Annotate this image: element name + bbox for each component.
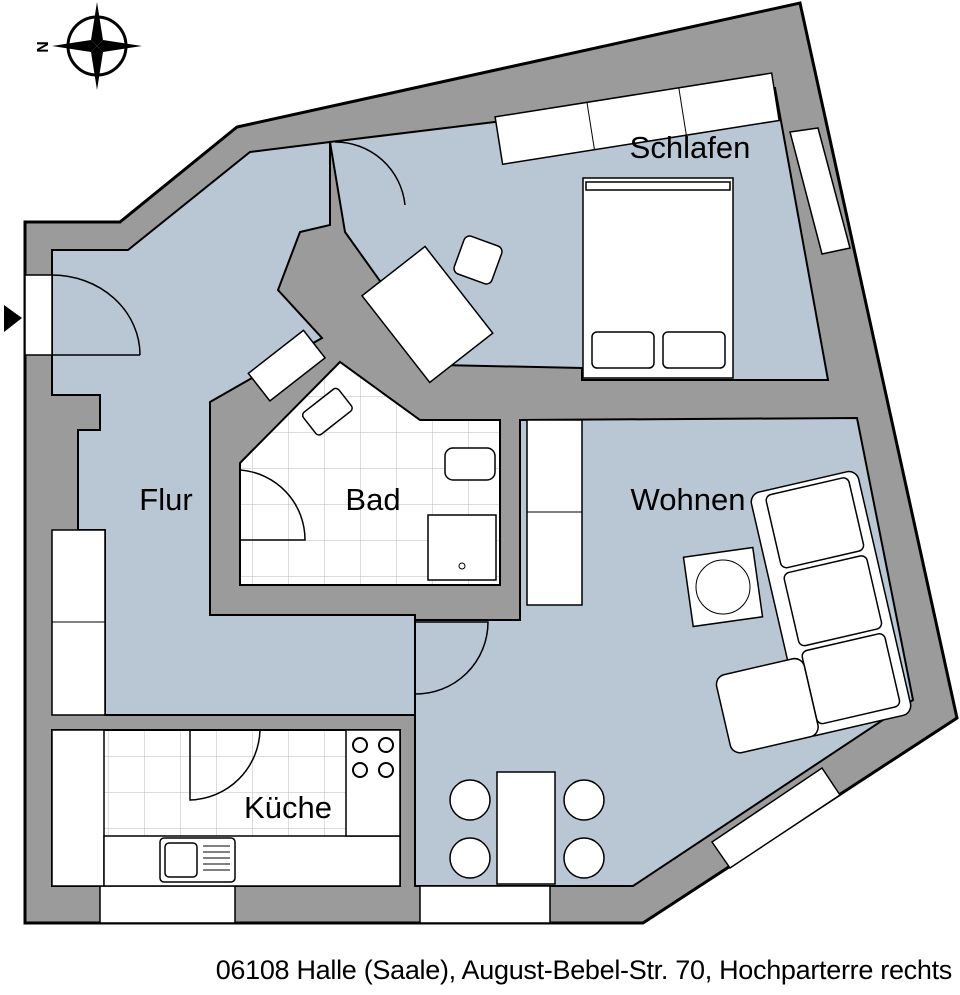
kitchen-sink-icon xyxy=(159,837,236,883)
dining-chairs xyxy=(449,779,605,879)
door-wohnen xyxy=(414,621,489,695)
room-label-kueche: Küche xyxy=(244,790,332,825)
window-wohnen-diagonal xyxy=(710,766,842,870)
side-table xyxy=(682,546,764,628)
shower-drain-icon xyxy=(458,562,466,570)
wardrobe-schlafen xyxy=(494,72,781,166)
room-flur xyxy=(51,140,416,716)
bed xyxy=(582,177,734,379)
entrance-arrow-icon xyxy=(4,305,22,332)
compass-north-label: N xyxy=(35,41,52,53)
toilet xyxy=(444,447,496,481)
shower xyxy=(427,514,497,581)
kitchen-counter xyxy=(51,729,401,887)
window-schlafen xyxy=(789,127,851,255)
door-bad xyxy=(239,469,306,541)
stove-icon xyxy=(352,737,394,778)
window-wohnen xyxy=(419,885,551,924)
address-caption: 06108 Halle (Saale), August-Bebel-Str. 7… xyxy=(215,955,953,985)
entrance-door-swing xyxy=(51,274,141,356)
wardrobe-flur xyxy=(51,529,106,716)
window-kueche xyxy=(99,885,236,924)
room-label-schlafen: Schlafen xyxy=(630,130,751,165)
sofa xyxy=(715,470,912,754)
desk xyxy=(360,245,494,384)
washbasin xyxy=(301,387,353,436)
compass-icon: N xyxy=(35,2,142,90)
room-label-wohnen: Wohnen xyxy=(631,482,746,517)
entrance-door-opening xyxy=(24,274,53,356)
door-kueche xyxy=(189,729,261,801)
door-schlafen xyxy=(334,141,406,206)
room-label-bad: Bad xyxy=(345,482,400,517)
shelf-flur xyxy=(247,329,327,402)
dining-table xyxy=(496,771,556,885)
desk-chair xyxy=(453,235,503,285)
shelf-wohnen xyxy=(526,419,583,606)
room-label-flur: Flur xyxy=(139,482,192,517)
